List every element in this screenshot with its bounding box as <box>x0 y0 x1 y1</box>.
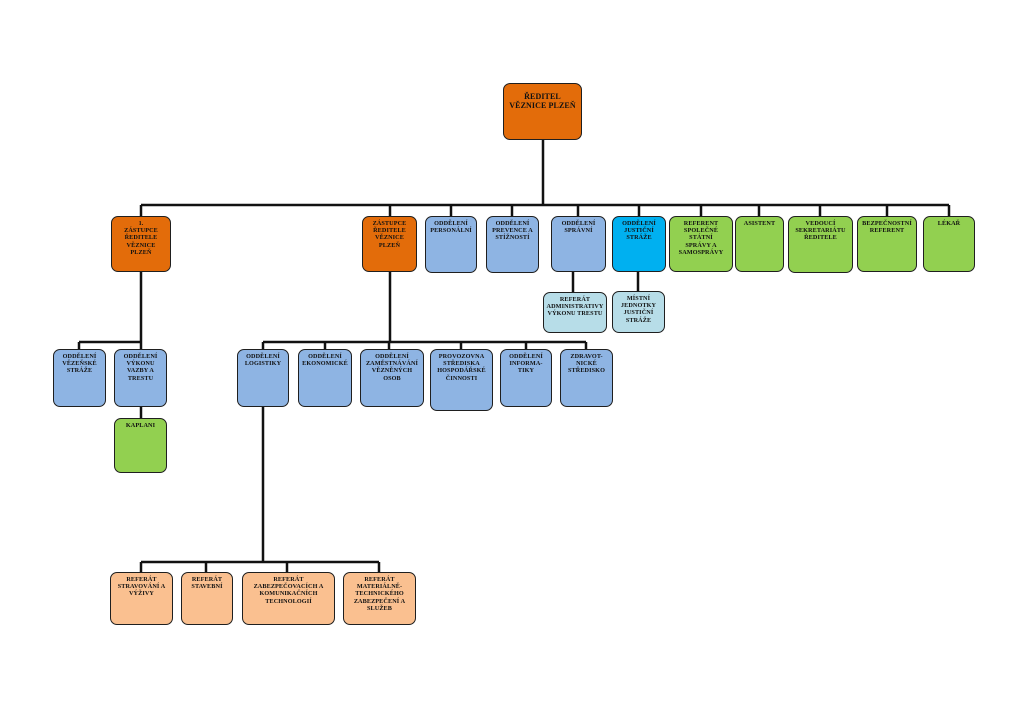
personnel-dept-box: ODDĚLENÍ PERSONÁLNÍ <box>425 216 477 273</box>
personnel-dept-label: ODDĚLENÍ PERSONÁLNÍ <box>430 220 472 235</box>
director-label: ŘEDITEL VĚZNICE PLZEŇ <box>509 92 576 110</box>
deputy-box: ZÁSTUPCE ŘEDITELE VĚZNICE PLZEŇ <box>362 216 417 272</box>
deputy-label: ZÁSTUPCE ŘEDITELE VĚZNICE PLZEŇ <box>372 220 407 249</box>
first-deputy-label: 1. ZÁSTUPCE ŘEDITELE VĚZNICE PLZEŇ <box>124 220 158 256</box>
economic-dept-label: ODDĚLENÍ EKONOMICKÉ <box>302 353 348 368</box>
employment-dept-box: ODDĚLENÍ ZAMĚSTNÁVÁNÍ VĚZNĚNÝCH OSOB <box>360 349 424 407</box>
admin-dept-box: ODDĚLENÍ SPRÁVNÍ <box>551 216 606 272</box>
security-referent-label: BEZPEČNOSTNÍ REFERENT <box>862 220 912 235</box>
guard-sub-box: MÍSTNÍ JEDNOTKY JUSTIČNÍ STRÁŽE <box>612 291 665 333</box>
prison-guard-dept-box: ODDĚLENÍ VĚZEŇSKÉ STRÁŽE <box>53 349 106 407</box>
catering-unit-label: REFERÁT STRAVOVÁNÍ A VÝŽIVY <box>117 576 166 598</box>
director-box: ŘEDITEL VĚZNICE PLZEŇ <box>503 83 582 140</box>
referent-state-admin-label: REFERENT SPOLEČNÉ STÁTNÍ SPRÁVY A SAMOSP… <box>678 220 724 256</box>
chaplains-label: KAPLANI <box>125 422 156 429</box>
guard-sub-label: MÍSTNÍ JEDNOTKY JUSTIČNÍ STRÁŽE <box>620 295 657 324</box>
referent-state-admin-box: REFERENT SPOLEČNÉ STÁTNÍ SPRÁVY A SAMOSP… <box>669 216 733 272</box>
construction-unit-box: REFERÁT STAVEBNÍ <box>181 572 233 625</box>
custody-dept-label: ODDĚLENÍ VÝKONU VAZBY A TRESTU <box>123 353 158 382</box>
medical-center-label: ZDRAVOT- NICKÉ STŘEDISKO <box>567 353 605 375</box>
first-deputy-box: 1. ZÁSTUPCE ŘEDITELE VĚZNICE PLZEŇ <box>111 216 171 272</box>
prevention-dept-label: ODDĚLENÍ PREVENCE A STÍŽNOSTÍ <box>492 220 533 242</box>
logistics-dept-label: ODDĚLENÍ LOGISTIKY <box>244 353 282 368</box>
material-unit-box: REFERÁT MATERIÁLNĚ- TECHNICKÉHO ZABEZPEČ… <box>343 572 416 625</box>
economic-dept-box: ODDĚLENÍ EKONOMICKÉ <box>298 349 352 407</box>
custody-dept-box: ODDĚLENÍ VÝKONU VAZBY A TRESTU <box>114 349 167 407</box>
doctor-label: LÉKAŘ <box>937 220 961 227</box>
it-dept-label: ODDĚLENÍ INFORMA- TIKY <box>509 353 543 375</box>
material-unit-label: REFERÁT MATERIÁLNĚ- TECHNICKÉHO ZABEZPEČ… <box>353 576 406 612</box>
assistant-label: ASISTENT <box>743 220 776 227</box>
doctor-box: LÉKAŘ <box>923 216 975 272</box>
secretariat-head-label: VEDOUCÍ SEKRETARIÁTU ŘEDITELE <box>795 220 846 242</box>
justice-guard-dept-label: ODDĚLENÍ JUSTIČNÍ STRÁŽE <box>622 220 656 242</box>
construction-unit-label: REFERÁT STAVEBNÍ <box>191 576 223 591</box>
admin-dept-label: ODDĚLENÍ SPRÁVNÍ <box>561 220 596 235</box>
prison-guard-dept-label: ODDĚLENÍ VĚZEŇSKÉ STRÁŽE <box>62 353 97 375</box>
communications-unit-box: REFERÁT ZABEZPEČOVACÍCH A KOMUNIKAČNÍCH … <box>242 572 335 625</box>
it-dept-box: ODDĚLENÍ INFORMA- TIKY <box>500 349 552 407</box>
chaplains-box: KAPLANI <box>114 418 167 473</box>
logistics-dept-box: ODDĚLENÍ LOGISTIKY <box>237 349 289 407</box>
assistant-box: ASISTENT <box>735 216 784 272</box>
operations-box: PROVOZOVNA STŘEDISKA HOSPODÁŘSKÉ ČINNOST… <box>430 349 493 411</box>
admin-sub-label: REFERÁT ADMINISTRATIVY VÝKONU TRESTU <box>546 296 604 318</box>
security-referent-box: BEZPEČNOSTNÍ REFERENT <box>857 216 917 272</box>
admin-sub-box: REFERÁT ADMINISTRATIVY VÝKONU TRESTU <box>543 292 607 333</box>
employment-dept-label: ODDĚLENÍ ZAMĚSTNÁVÁNÍ VĚZNĚNÝCH OSOB <box>365 353 419 382</box>
operations-label: PROVOZOVNA STŘEDISKA HOSPODÁŘSKÉ ČINNOST… <box>437 353 486 382</box>
medical-center-box: ZDRAVOT- NICKÉ STŘEDISKO <box>560 349 613 407</box>
catering-unit-box: REFERÁT STRAVOVÁNÍ A VÝŽIVY <box>110 572 173 625</box>
communications-unit-label: REFERÁT ZABEZPEČOVACÍCH A KOMUNIKAČNÍCH … <box>253 576 324 605</box>
justice-guard-dept-box: ODDĚLENÍ JUSTIČNÍ STRÁŽE <box>612 216 666 272</box>
prevention-dept-box: ODDĚLENÍ PREVENCE A STÍŽNOSTÍ <box>486 216 539 273</box>
secretariat-head-box: VEDOUCÍ SEKRETARIÁTU ŘEDITELE <box>788 216 853 273</box>
